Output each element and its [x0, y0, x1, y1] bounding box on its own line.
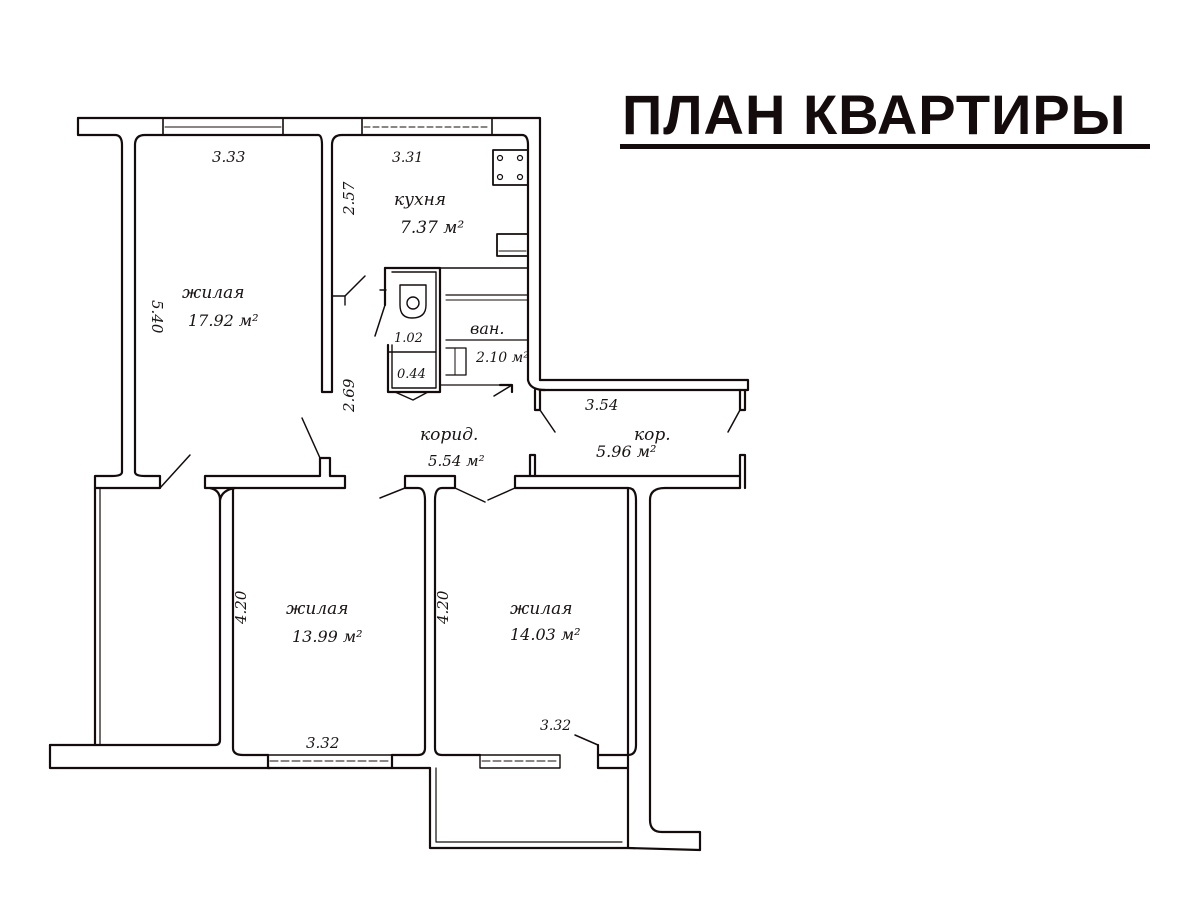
toilet-area: 1.02: [394, 331, 423, 346]
room-labels: 3.33 5.40 жилая 17.92 м² 3.31 2.57 кухня…: [148, 148, 671, 752]
living1-length: 5.40: [148, 300, 166, 334]
living2-name: жилая: [286, 599, 349, 619]
living2-width: 3.32: [306, 734, 339, 752]
title-underline: [620, 144, 1150, 149]
living1-width: 3.33: [212, 148, 245, 166]
corridor-length: 2.69: [340, 378, 358, 413]
bathroom-block: [331, 266, 529, 401]
top-exterior-wall: [76, 116, 542, 474]
living3-width: 3.32: [540, 718, 571, 734]
left-loggia: [48, 486, 272, 770]
toilet-icon: [399, 284, 427, 319]
living-1-lower-wall: [93, 417, 347, 490]
kitchen-area: 7.37 м²: [400, 218, 464, 238]
corridor2-area: 5.96 м²: [596, 442, 656, 461]
kitchen-length: 2.57: [340, 181, 358, 216]
living1-name: жилая: [182, 283, 245, 303]
kitchen-width: 3.31: [392, 150, 423, 166]
plan-title: ПЛАН КВАРТИРЫ: [622, 83, 1127, 146]
corridor-area: 5.54 м²: [428, 452, 485, 470]
living3-area: 14.03 м²: [510, 625, 581, 644]
corridor2-width: 3.54: [585, 396, 618, 414]
living-3-walls: [428, 474, 742, 852]
corridor-name: корид.: [420, 425, 478, 445]
kitchen-name: кухня: [394, 190, 446, 210]
living-2-walls: [218, 474, 486, 770]
stove-icon: [492, 149, 529, 186]
corridor-2-walls: [526, 378, 750, 490]
living3-length: 4.20: [434, 590, 452, 625]
bath-name: ван.: [470, 319, 504, 338]
corridor2-name: кор.: [634, 425, 671, 445]
living2-length: 4.20: [232, 590, 250, 625]
living1-area: 17.92 м²: [188, 311, 259, 330]
living2-area: 13.99 м²: [292, 627, 363, 646]
bath-area: 2.10 м²: [475, 350, 529, 366]
sink-icon: [496, 233, 529, 257]
living3-name: жилая: [510, 599, 573, 619]
closet-area: 0.44: [397, 367, 426, 382]
